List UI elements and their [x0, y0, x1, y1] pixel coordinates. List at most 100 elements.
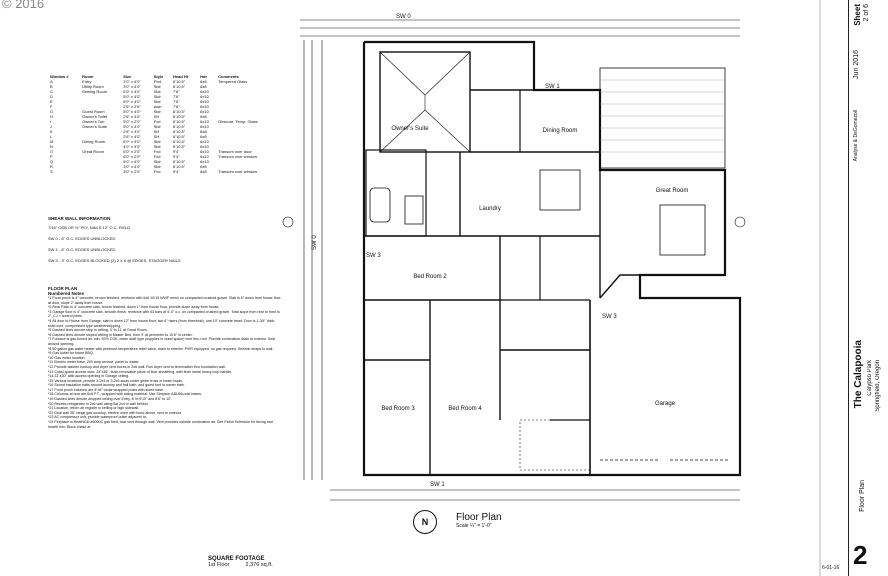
window-schedule-cell: 3'0" x 4'0"	[123, 164, 141, 169]
window-schedule-cell: Owner's Suite	[82, 124, 107, 129]
window-schedule-cell: Owner's Toilet	[82, 114, 108, 119]
shear-wall-heading: SHEAR WALL INFORMATION	[48, 216, 111, 221]
numbered-notes-list: *1 Front porch is 4" concrete, broom fin…	[48, 296, 282, 429]
window-schedule-cell: Sldr	[153, 164, 161, 169]
window-schedule-cell: D	[50, 94, 53, 99]
numbered-note: *11 Electric meter base, 200 amp service…	[48, 360, 140, 365]
shower	[404, 195, 424, 225]
window-schedule-cell: 6'10.5"	[173, 164, 186, 169]
window-schedule-cell: 6'10.5"	[173, 134, 186, 139]
window-schedule-cell: 6'0" x 4'0"	[123, 139, 141, 144]
window-schedule-cell: 9'4"	[173, 149, 180, 154]
numbered-note: *9 Gas outlet for future BBQ.	[48, 351, 94, 356]
window-schedule-cell: 4'0" x 4'0"	[123, 144, 141, 149]
room-label-laundry: Laundry	[479, 206, 501, 212]
roof-hip-line	[424, 51, 471, 96]
window-schedule-cell: 2'6" x 4'0"	[123, 134, 141, 139]
numbered-note: *23 AC compressor unit, provide waterpro…	[48, 415, 147, 420]
window-schedule-cell: Fxd	[153, 119, 161, 124]
window-schedule-cell: 5'0" x 4'0"	[123, 94, 141, 99]
sheet-label: Sheet	[853, 4, 862, 26]
window-schedule-cell: 6'10.5"	[173, 79, 186, 84]
window-schedule-cell: R	[50, 164, 53, 169]
window-schedule-cell: Obscure, Temp. Glass	[218, 119, 258, 124]
window-schedule-cell: 6x10	[200, 119, 209, 124]
front-porch	[519, 419, 591, 471]
window-schedule-cell: 6x10	[200, 104, 209, 109]
window-schedule-cell: H	[50, 114, 53, 119]
window-schedule-cell: 9'4"	[173, 154, 180, 159]
window-schedule-cell: 6'0" x 2'0"	[123, 149, 141, 154]
numbered-note: *16 Sound insulation batts around laundr…	[48, 383, 185, 388]
window-schedule-table: Window # Room Size Style Head Ht Hdr Com…	[48, 74, 278, 174]
window-schedule-cell: 9'4"	[173, 169, 180, 174]
numbered-notes-heading: Numbered Notes	[48, 291, 85, 296]
window-schedule-cell: K	[50, 129, 53, 134]
window-schedule-cell: 6x8	[200, 134, 207, 139]
shear-label-sw3: SW 3	[602, 314, 617, 320]
bathtub	[369, 187, 391, 223]
window-schedule-cell: Fxd	[153, 154, 161, 159]
window-schedule-cell: 2'6" x 4'0"	[123, 129, 141, 134]
window-schedule-cell: Sldr	[153, 124, 161, 129]
col-style: Style	[153, 74, 164, 79]
shear-label-top: SW 0	[396, 14, 411, 20]
shear-wall-notes: SHEAR WALL INFORMATION 7/16" OSB OR ½" P…	[48, 216, 278, 269]
window-schedule-cell: 6'10.5"	[173, 159, 186, 164]
window-schedule-cell: Owner's Tub	[82, 119, 105, 124]
window-schedule-cell: 7'6"	[173, 99, 180, 104]
window-schedule-cell: 6x8	[200, 84, 207, 89]
roof-hip-line	[379, 109, 426, 153]
project-city: Springfield, Oregon	[875, 360, 881, 412]
title-block: Sheet 2 of 6 Jun 2016 Analyse & DeGomezo…	[848, 0, 888, 576]
copyright-watermark: © 2016	[2, 0, 45, 11]
square-footage-heading: SQUARE FOOTAGE	[208, 556, 265, 562]
window-schedule-cell: 5'0" x 4'0"	[123, 109, 141, 114]
col-hdr: Hdr	[200, 74, 208, 79]
numbered-note: *13 Crawl space access door, 24"x36", fl…	[48, 369, 233, 374]
project-name: The Calapooia	[853, 340, 864, 409]
section-marker-icon	[734, 216, 746, 228]
window-schedule-cell: SH	[153, 114, 160, 119]
window-schedule-cell: Sldr	[153, 139, 161, 144]
window-schedule-cell: M	[50, 139, 54, 144]
window-schedule-cell: Sldr	[153, 109, 161, 114]
window-schedule-cell: 5'0" x 2'0"	[123, 119, 141, 124]
shear-label-upper: SW 1	[545, 84, 560, 90]
window-schedule-cell: Dining Room	[82, 139, 106, 144]
sheet-number: 2 of 6	[863, 4, 870, 22]
window-schedule-cell: 6x10	[200, 94, 209, 99]
window-schedule-cell: 6'10.5"	[173, 119, 186, 124]
window-schedule-cell: 6'10.5"	[173, 144, 186, 149]
window-schedule-cell: A	[50, 79, 53, 84]
shear-wall-line: SW 3 - 3" O.C. EDGES BLOCKED (2) 2 X 6 @…	[48, 258, 181, 263]
numbered-note: *14 22"x30" attic access opening in Gara…	[48, 374, 130, 379]
numbered-note: *12 Provide washer hookup and dryer vent…	[48, 364, 226, 369]
window-schedule-cell: 7'6"	[173, 89, 180, 94]
window-schedule-cell: 6x10	[200, 109, 209, 114]
window-schedule-cell: 2'0" x 4'0"	[123, 79, 141, 84]
numbered-note: *1 Front porch is 4" concrete, broom fin…	[48, 296, 281, 305]
col-window: Window #	[50, 74, 69, 79]
shear-label-left: SW 0	[312, 235, 318, 250]
window-schedule-cell: 6'0" x 2'0"	[123, 154, 141, 159]
sheet-date: Jun 2016	[853, 50, 860, 79]
col-comments: Comments	[218, 74, 239, 79]
window-schedule-cell: 6'10.5"	[173, 84, 186, 89]
sheet-content: Floor Plan	[859, 480, 866, 512]
date-code: 6-01-16	[822, 565, 840, 571]
window-schedule-cell: 6x10	[200, 154, 209, 159]
window-schedule-cell: 6x10	[200, 159, 209, 164]
kitchen-island	[539, 169, 581, 211]
